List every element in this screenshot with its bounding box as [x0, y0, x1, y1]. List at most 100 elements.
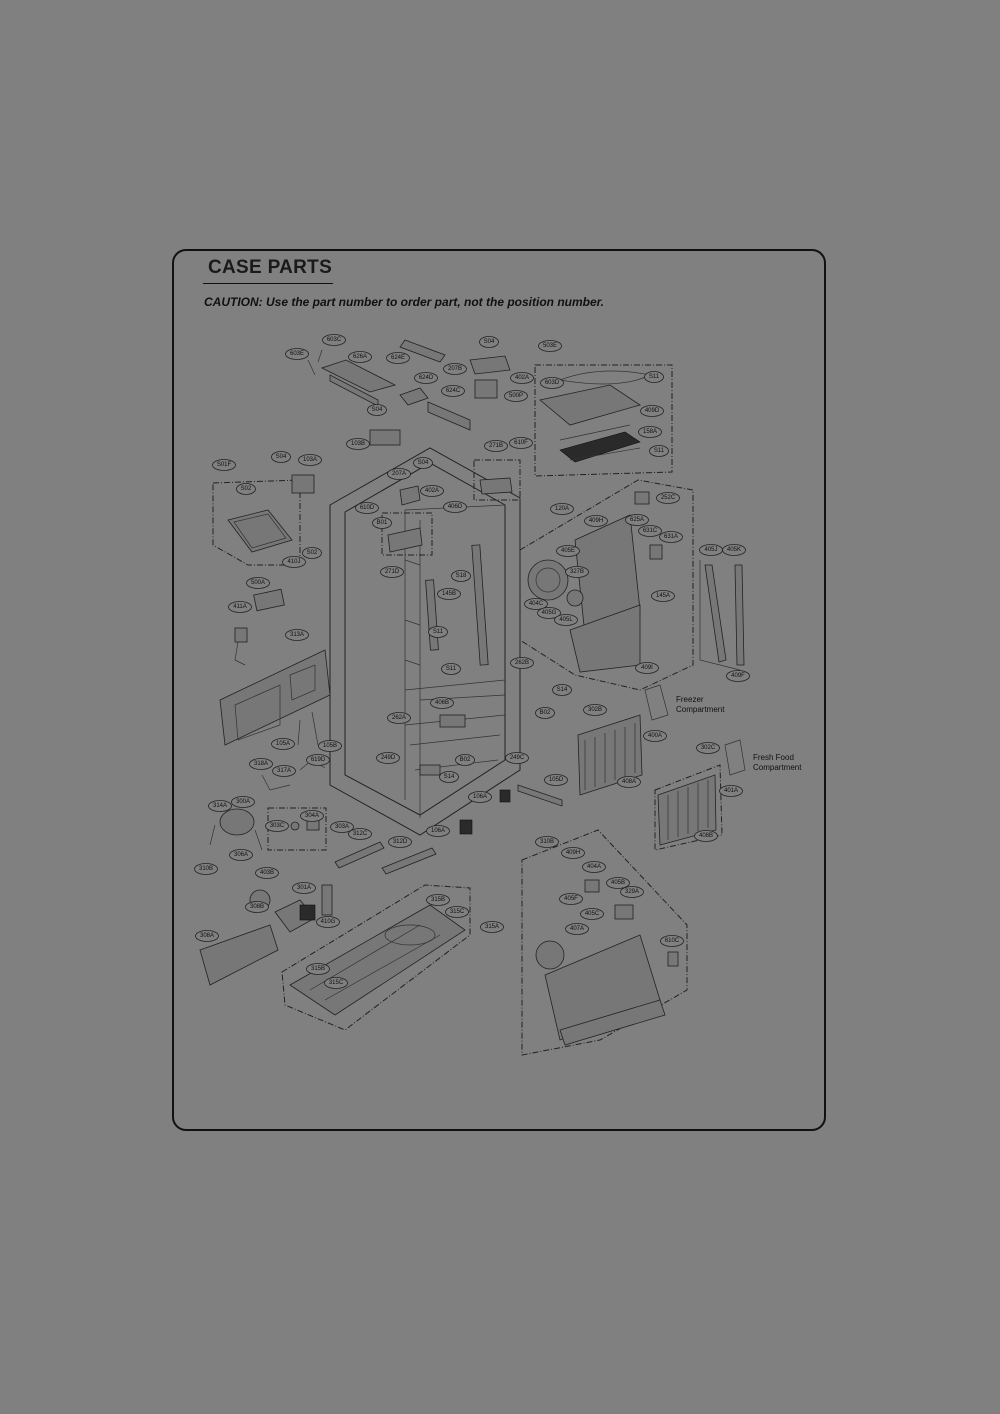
part-label-bubble — [428, 626, 448, 638]
part-label-text: 411A — [233, 604, 247, 610]
part-label-text: 626A — [353, 354, 367, 360]
group-outline-503E — [534, 364, 673, 477]
part-label-text: 103A — [303, 457, 317, 463]
part-label-bubble — [324, 977, 348, 989]
part-label: 303A — [330, 821, 354, 833]
part-label: 315C — [324, 977, 348, 989]
part-label-text: 329A — [625, 889, 639, 895]
part-label-text: 624C — [446, 388, 461, 394]
part-label-text: B01 — [377, 520, 388, 526]
part-label-bubble — [580, 908, 604, 920]
part-label-text: 249C — [510, 755, 525, 761]
part-label-bubble — [426, 894, 450, 906]
part-label-bubble — [246, 577, 270, 589]
part-label-bubble — [292, 882, 316, 894]
part-label-text: 409H — [566, 850, 580, 856]
part-label: 500A — [246, 577, 270, 589]
part-label-text: S14 — [444, 774, 455, 780]
part-label: 603D — [540, 377, 564, 389]
part-label: 329A — [620, 886, 644, 898]
part-label-text: S04 — [276, 454, 287, 460]
part-label: 105B — [318, 740, 342, 752]
part-label-text: 262B — [515, 660, 529, 666]
part-label-bubble — [229, 849, 253, 861]
part-label-bubble — [441, 385, 465, 397]
part-label-bubble — [285, 629, 309, 641]
part-label-text: 303C — [270, 823, 285, 829]
part-label-text: S11 — [446, 666, 457, 672]
part-label-bubble — [245, 901, 269, 913]
part-label-text: S02 — [241, 486, 252, 492]
part-label-bubble — [249, 758, 273, 770]
part-label: 610D — [355, 502, 379, 514]
part-label: 207A — [387, 468, 411, 480]
part-label: S04 — [367, 404, 387, 416]
part-label-bubble — [582, 861, 606, 873]
part-label-text: 401A — [724, 788, 738, 794]
part-label-text: 405J — [704, 547, 717, 553]
part-label-bubble — [559, 893, 583, 905]
part-label: 625A — [625, 514, 649, 526]
top-left-parts — [307, 339, 511, 446]
part-label-text: 207B — [448, 366, 462, 372]
part-label: S02 — [302, 547, 322, 559]
part-label: 407A — [565, 923, 589, 935]
part-label: 624D — [414, 372, 438, 384]
part-label-bubble — [651, 590, 675, 602]
part-label: S11 — [649, 445, 669, 457]
part-label-bubble — [387, 468, 411, 480]
part-label: S04 — [413, 457, 433, 469]
part-label-text: 408B — [699, 833, 713, 839]
part-label-bubble — [388, 836, 412, 848]
part-label-bubble — [584, 515, 608, 527]
caution-note: CAUTION: Use the part number to order pa… — [204, 295, 605, 309]
part-label-bubble — [348, 828, 372, 840]
part-label-text: 405L — [559, 617, 573, 623]
part-label: S14 — [552, 684, 572, 696]
part-label: 315C — [445, 906, 469, 918]
part-label: 603C — [322, 334, 346, 346]
part-label-bubble — [625, 514, 649, 526]
part-label-bubble — [696, 742, 720, 754]
part-label-text: 312C — [353, 831, 368, 837]
part-label: 313A — [285, 629, 309, 641]
part-label-bubble — [302, 547, 322, 559]
part-label: 408B — [694, 830, 718, 842]
part-label-bubble — [255, 867, 279, 879]
base-tray-308A — [199, 924, 279, 986]
part-label-text: B02 — [540, 710, 551, 716]
part-label: 306A — [229, 849, 253, 861]
part-label: 207B — [443, 363, 467, 375]
part-label-text: 404C — [529, 601, 544, 607]
part-label: 327B — [565, 566, 589, 578]
group-outline-drain-pan — [281, 884, 471, 1031]
part-label: 406D — [443, 501, 467, 513]
part-label-bubble — [726, 670, 750, 682]
part-label: 312C — [348, 828, 372, 840]
part-label-text: 631C — [643, 528, 658, 534]
part-label-bubble — [505, 752, 529, 764]
part-label-bubble — [439, 771, 459, 783]
part-label-text: 500P — [509, 393, 523, 399]
part-label-bubble — [455, 754, 475, 766]
part-label-text: 503E — [543, 343, 557, 349]
filter-assembly — [539, 370, 652, 463]
evaporator-freezer — [577, 684, 669, 796]
part-label: 402A — [510, 372, 534, 384]
evaporator-fresh-food — [657, 739, 746, 846]
part-label-bubble — [413, 457, 433, 469]
part-label-text: S14 — [557, 687, 568, 693]
part-label-bubble — [208, 800, 232, 812]
part-label-bubble — [583, 704, 607, 716]
part-label: 249C — [505, 752, 529, 764]
part-label: 308B — [245, 901, 269, 913]
part-label: 252C — [656, 492, 680, 504]
part-label-text: 405K — [727, 547, 741, 553]
part-label-text: 302C — [701, 745, 716, 751]
part-label-bubble — [228, 601, 252, 613]
part-label: 503E — [538, 340, 562, 352]
part-label-bubble — [722, 544, 746, 556]
part-label: 303C — [265, 820, 289, 832]
part-label-bubble — [330, 821, 354, 833]
